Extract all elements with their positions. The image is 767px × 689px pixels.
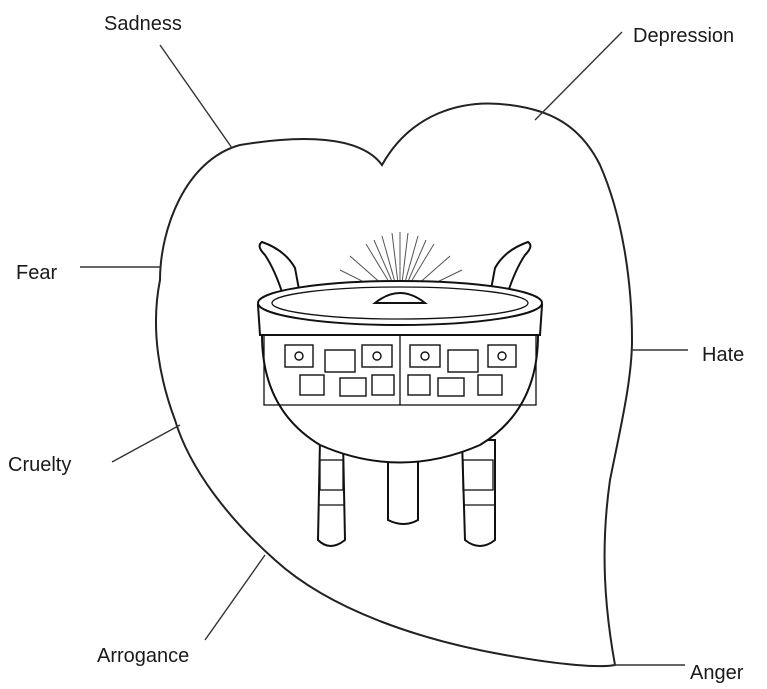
label-depression: Depression xyxy=(633,25,734,48)
label-cruelty: Cruelty xyxy=(8,454,71,477)
label-hate: Hate xyxy=(702,344,744,367)
label-fear: Fear xyxy=(16,262,57,285)
arrogance-leader xyxy=(205,555,265,640)
depression-leader xyxy=(535,32,622,120)
label-anger: Anger xyxy=(690,662,743,685)
sadness-leader xyxy=(160,45,232,148)
ding-vessel-image xyxy=(258,232,542,546)
label-sadness: Sadness xyxy=(104,13,182,36)
cruelty-leader xyxy=(112,425,180,462)
label-arrogance: Arrogance xyxy=(97,645,189,668)
